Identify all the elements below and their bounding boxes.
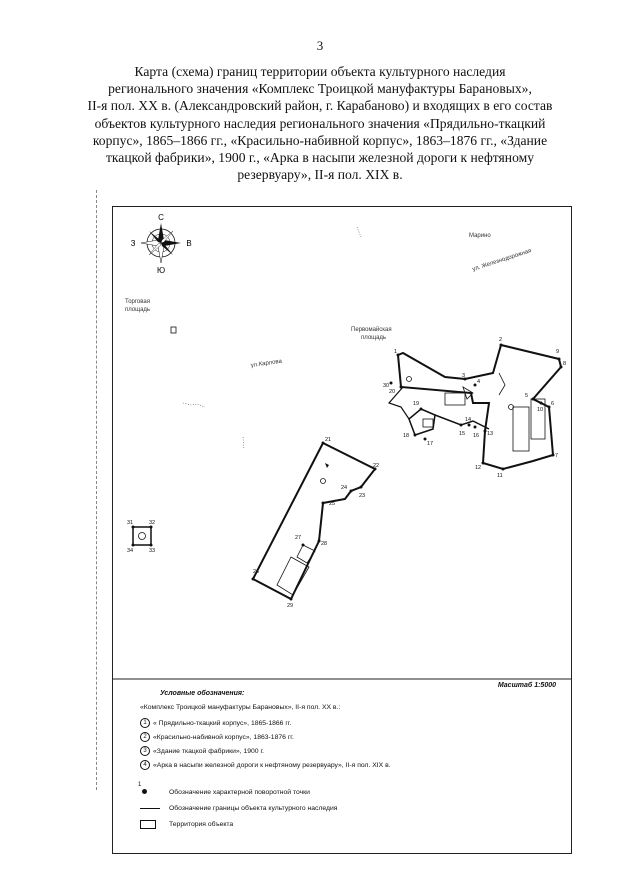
point-label: 1 bbox=[394, 349, 397, 355]
legend-symbol-line-text: Обозначение границы объекта культурного … bbox=[169, 804, 338, 812]
title-line: резервуару», II-я пол. XIX в. bbox=[237, 167, 403, 183]
map-building-mark bbox=[170, 326, 177, 334]
point-label: 3 bbox=[462, 373, 465, 379]
point-label: 29 bbox=[287, 603, 293, 609]
map-dotted-mark bbox=[242, 436, 245, 450]
point-label: 9 bbox=[556, 349, 559, 355]
compass-rose-icon: С Ю З В bbox=[131, 213, 192, 275]
document-title: Карта (схема) границ территории объекта … bbox=[78, 63, 562, 183]
title-line: Карта (схема) границ территории объекта … bbox=[134, 64, 506, 79]
point-label: 14 bbox=[465, 417, 471, 423]
map-label-marino: Марино bbox=[469, 233, 491, 239]
point-label: 22 bbox=[373, 463, 379, 469]
legend-complex: «Комплекс Троицкой мануфактуры Барановых… bbox=[140, 704, 340, 711]
boundary-line-icon bbox=[140, 804, 166, 812]
point-label: 26 bbox=[253, 569, 259, 575]
compass-north: С bbox=[158, 213, 164, 222]
legend-item-number: 2 bbox=[140, 732, 150, 742]
title-line: корпус», 1865–1866 гг., «Красильно-набив… bbox=[92, 132, 548, 148]
point-label: 24 bbox=[341, 485, 347, 491]
map-frame: С Ю З В Торговая площадь Первомайская пл… bbox=[112, 206, 572, 854]
point-label: 15 bbox=[459, 431, 465, 437]
point-label: 34 bbox=[127, 548, 133, 554]
legend-symbol-line: Обозначение границы объекта культурного … bbox=[140, 804, 337, 812]
legend-item: 3 «Здание ткацкой фабрики», 1900 г. bbox=[140, 746, 264, 756]
point-label: 25 bbox=[329, 501, 335, 507]
point-label: 23 bbox=[359, 493, 365, 499]
point-label: 20 bbox=[389, 389, 395, 395]
map-label-street: ул.Карлова bbox=[250, 359, 283, 369]
legend-symbol-area-text: Территория объекта bbox=[169, 820, 234, 828]
map-label-torgovaya: Торговая bbox=[125, 299, 150, 305]
map-dotted-mark bbox=[356, 226, 362, 238]
title-line: регионального значения «Комплекс Троицко… bbox=[108, 81, 532, 97]
legend-item-text: «Арка в насыпи железной дороги к нефтяно… bbox=[153, 761, 391, 769]
legend-item: 4 «Арка в насыпи железной дороги к нефтя… bbox=[140, 760, 391, 770]
page-number: 3 bbox=[316, 38, 324, 53]
point-label: 21 bbox=[325, 437, 331, 443]
compass-west: З bbox=[131, 239, 136, 248]
legend-item-text: «Здание ткацкой фабрики», 1900 г. bbox=[153, 747, 264, 755]
point-label: 11 bbox=[497, 473, 503, 479]
legend-item-number: 3 bbox=[140, 746, 150, 756]
legend-complex-text: «Комплекс Троицкой мануфактуры Барановых… bbox=[140, 704, 341, 711]
map-label-ploshchad: площадь bbox=[125, 307, 150, 313]
legend-symbol-point: 1 Обозначение характерной поворотной точ… bbox=[138, 782, 310, 796]
legend-symbol-area: Территория объекта bbox=[140, 820, 234, 829]
map-canvas: С Ю З В Торговая площадь Первомайская пл… bbox=[113, 213, 571, 680]
title-line: II-я пол. XX в. (Александровский район, … bbox=[87, 98, 553, 114]
point-label: 2 bbox=[499, 337, 502, 343]
point-label: 28 bbox=[321, 541, 327, 547]
point-label: 10 bbox=[537, 407, 543, 413]
point-label: 4 bbox=[477, 379, 480, 385]
legend-symbol-point-text: Обозначение характерной поворотной точки bbox=[169, 788, 310, 796]
object-boundary-arch bbox=[132, 526, 152, 546]
legend-item: 2 «Красильно-набивной корпус», 1863-1876… bbox=[140, 732, 294, 742]
point-label: 7 bbox=[555, 453, 558, 459]
territory-area-icon bbox=[140, 820, 166, 829]
point-label: 32 bbox=[149, 520, 155, 526]
point-label: 30 bbox=[383, 383, 389, 389]
legend-title: Условные обозначения: bbox=[160, 690, 245, 697]
compass-east: В bbox=[186, 239, 191, 248]
point-label: 31 bbox=[127, 520, 133, 526]
map-dotted-mark bbox=[182, 402, 206, 408]
map-label-ploshchad2: площадь bbox=[361, 335, 386, 341]
point-label: 17 bbox=[427, 441, 433, 447]
point-label: 27 bbox=[295, 535, 301, 541]
point-symbol-icon: 1 bbox=[138, 782, 166, 796]
map-legend: Масштаб 1:5000 Условные обозначения: «Ко… bbox=[112, 680, 572, 854]
legend-item-text: «Красильно-набивной корпус», 1863-1876 г… bbox=[153, 733, 294, 741]
legend-item-text: « Прядильно-ткацкий корпус», 1865-1866 г… bbox=[153, 719, 292, 727]
legend-item: 1 « Прядильно-ткацкий корпус», 1865-1866… bbox=[140, 718, 291, 728]
point-label: 19 bbox=[413, 401, 419, 407]
legend-item-number: 4 bbox=[140, 760, 150, 770]
title-line: объектов культурного наследия региональн… bbox=[94, 115, 546, 131]
point-label: 6 bbox=[551, 401, 554, 407]
point-label: 5 bbox=[525, 393, 528, 399]
point-label: 16 bbox=[473, 433, 479, 439]
point-label: 33 bbox=[149, 548, 155, 554]
point-label: 8 bbox=[563, 361, 566, 367]
point-label: 12 bbox=[475, 465, 481, 471]
map-label-street2: ул. Железнодорожная bbox=[472, 248, 532, 273]
compass-south: Ю bbox=[157, 266, 165, 275]
map-label-pervomaiskaya: Первомайская bbox=[351, 326, 392, 333]
scale-label: Масштаб 1:5000 bbox=[497, 682, 556, 689]
legend-item-number: 1 bbox=[140, 718, 150, 728]
point-label: 13 bbox=[487, 431, 493, 437]
title-line: ткацкой фабрики», 1900 г., «Арка в насып… bbox=[105, 150, 535, 166]
point-label: 18 bbox=[403, 433, 409, 439]
turning-points: 1 2 3 4 5 6 7 8 9 10 11 12 13 14 15 16 1… bbox=[127, 337, 566, 609]
object-boundary-lower bbox=[251, 441, 377, 601]
object-boundary-upper bbox=[387, 343, 563, 471]
scan-edge-line bbox=[96, 190, 97, 790]
